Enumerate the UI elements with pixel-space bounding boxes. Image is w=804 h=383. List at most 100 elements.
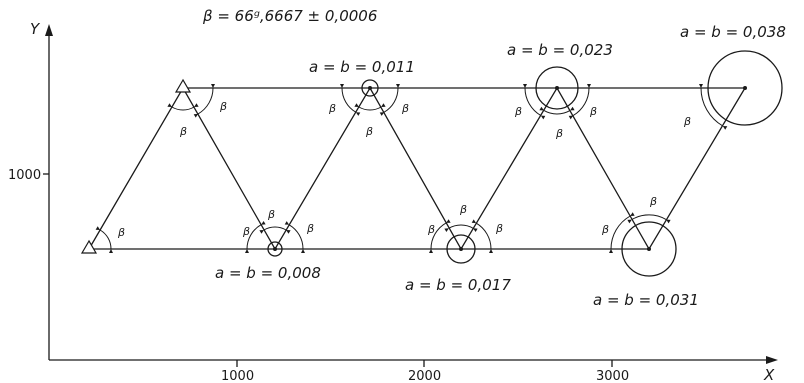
arrowhead-icon (539, 106, 544, 111)
beta-angle-label: β (219, 100, 227, 113)
beta-angle-label: β (589, 105, 597, 118)
arrowhead-icon (167, 103, 172, 107)
x-tick-label-3000: 3000 (596, 369, 629, 383)
fixed-point-triangle-icon (174, 78, 192, 93)
network-lines (88, 86, 746, 251)
point-marker (555, 86, 559, 90)
point-marker (459, 247, 463, 251)
arrowhead-icon (627, 219, 632, 224)
angle-arc (524, 87, 542, 117)
beta-angle-label: β (495, 222, 503, 235)
angle-arc (631, 214, 667, 221)
ellipse-label-p1: a = b = 0,008 (215, 264, 321, 282)
arrowhead-icon (523, 84, 527, 88)
error-circle-p1 (267, 241, 283, 257)
x-axis-arrow-icon (766, 356, 778, 364)
arrowhead-icon (284, 221, 290, 225)
angle-arc (610, 215, 631, 250)
angle-arc (700, 87, 724, 127)
arrowhead-icon (429, 249, 433, 253)
beta-angle-label: β (365, 125, 373, 138)
angle-arc (341, 87, 357, 113)
arrowhead-icon (245, 249, 249, 253)
beta-angle-label: β (401, 102, 409, 115)
arrowhead-icon (194, 103, 199, 107)
arrowhead-icon (540, 115, 546, 120)
arrowhead-icon (396, 84, 400, 88)
arrowhead-icon (259, 230, 264, 234)
angle-arc (430, 222, 447, 250)
angle-arc (171, 106, 195, 111)
fixed-point-triangle-icon (80, 239, 98, 254)
error-circle-p2 (361, 79, 379, 97)
angle-arcs (95, 84, 728, 253)
arrowhead-icon (340, 84, 344, 88)
angle-arc (246, 224, 262, 250)
beta-angle-label: β (117, 226, 125, 239)
error-circle-p5 (621, 221, 677, 277)
angle-arc (475, 222, 492, 250)
arrowhead-icon (286, 230, 291, 234)
point-marker (743, 86, 747, 90)
point-marker (647, 247, 651, 251)
arrowhead-icon (381, 103, 386, 107)
zigzag-line (88, 86, 746, 251)
error-circle-p3 (446, 234, 476, 264)
arrowhead-icon (444, 228, 449, 232)
arrowhead-icon (666, 219, 671, 224)
ellipse-label-p3: a = b = 0,017 (405, 276, 511, 294)
beta-value-title: β = 66ᵍ,6667 ± 0,0006 (202, 7, 377, 25)
beta-angle-label: β (242, 225, 250, 238)
beta-angle-label: β (328, 102, 336, 115)
beta-angle-label: β (683, 115, 691, 128)
angle-arc (448, 224, 474, 229)
point-marker (368, 86, 372, 90)
beta-angle-label: β (555, 127, 563, 140)
axes: Y X 1000 1000 2000 3000 (8, 20, 778, 383)
arrowhead-icon (570, 106, 575, 111)
y-axis-arrow-icon (45, 24, 53, 36)
angle-arc (197, 87, 214, 115)
beta-angle-label: β (306, 222, 314, 235)
ellipse-label-p5: a = b = 0,031 (593, 291, 699, 309)
beta-angle-label: β (459, 203, 467, 216)
angle-arc (383, 87, 399, 113)
angle-arc (263, 226, 287, 231)
beta-angle-label: β (649, 195, 657, 208)
arrowhead-icon (609, 249, 613, 253)
ellipse-label-p2: a = b = 0,011 (309, 58, 415, 76)
arrowhead-icon (95, 226, 101, 230)
arrowhead-icon (699, 84, 703, 88)
error-circle-p6 (707, 50, 783, 126)
arrowhead-icon (355, 112, 361, 116)
x-axis-label: X (763, 366, 775, 383)
arrowhead-icon (471, 219, 477, 224)
arrowhead-icon (630, 212, 635, 216)
angle-arc (543, 109, 571, 115)
arrowhead-icon (109, 249, 113, 253)
arrowhead-icon (722, 126, 728, 130)
error-circle-p4 (535, 66, 579, 110)
arrowhead-icon (301, 249, 305, 253)
beta-angle-label: β (179, 125, 187, 138)
ellipse-label-p4: a = b = 0,023 (507, 41, 613, 59)
ellipse-label-p6: a = b = 0,038 (680, 23, 786, 41)
error-ellipses (267, 50, 783, 277)
x-tick-label-1000: 1000 (221, 369, 254, 383)
arrowhead-icon (354, 103, 359, 107)
point-marker (273, 247, 277, 251)
angle-arc (572, 87, 590, 117)
x-tick-label-2000: 2000 (408, 369, 441, 383)
arrowhead-icon (193, 113, 199, 118)
angle-arc (288, 224, 304, 250)
arrowhead-icon (379, 112, 385, 116)
beta-angle-label: β (514, 105, 522, 118)
ellipse-labels: a = b = 0,008 a = b = 0,011 a = b = 0,01… (215, 23, 786, 309)
y-tick-label-1000: 1000 (8, 168, 41, 183)
arrowhead-icon (489, 249, 493, 253)
angle-arc (99, 229, 112, 250)
angle-arc (358, 106, 382, 111)
arrowhead-icon (587, 84, 591, 88)
